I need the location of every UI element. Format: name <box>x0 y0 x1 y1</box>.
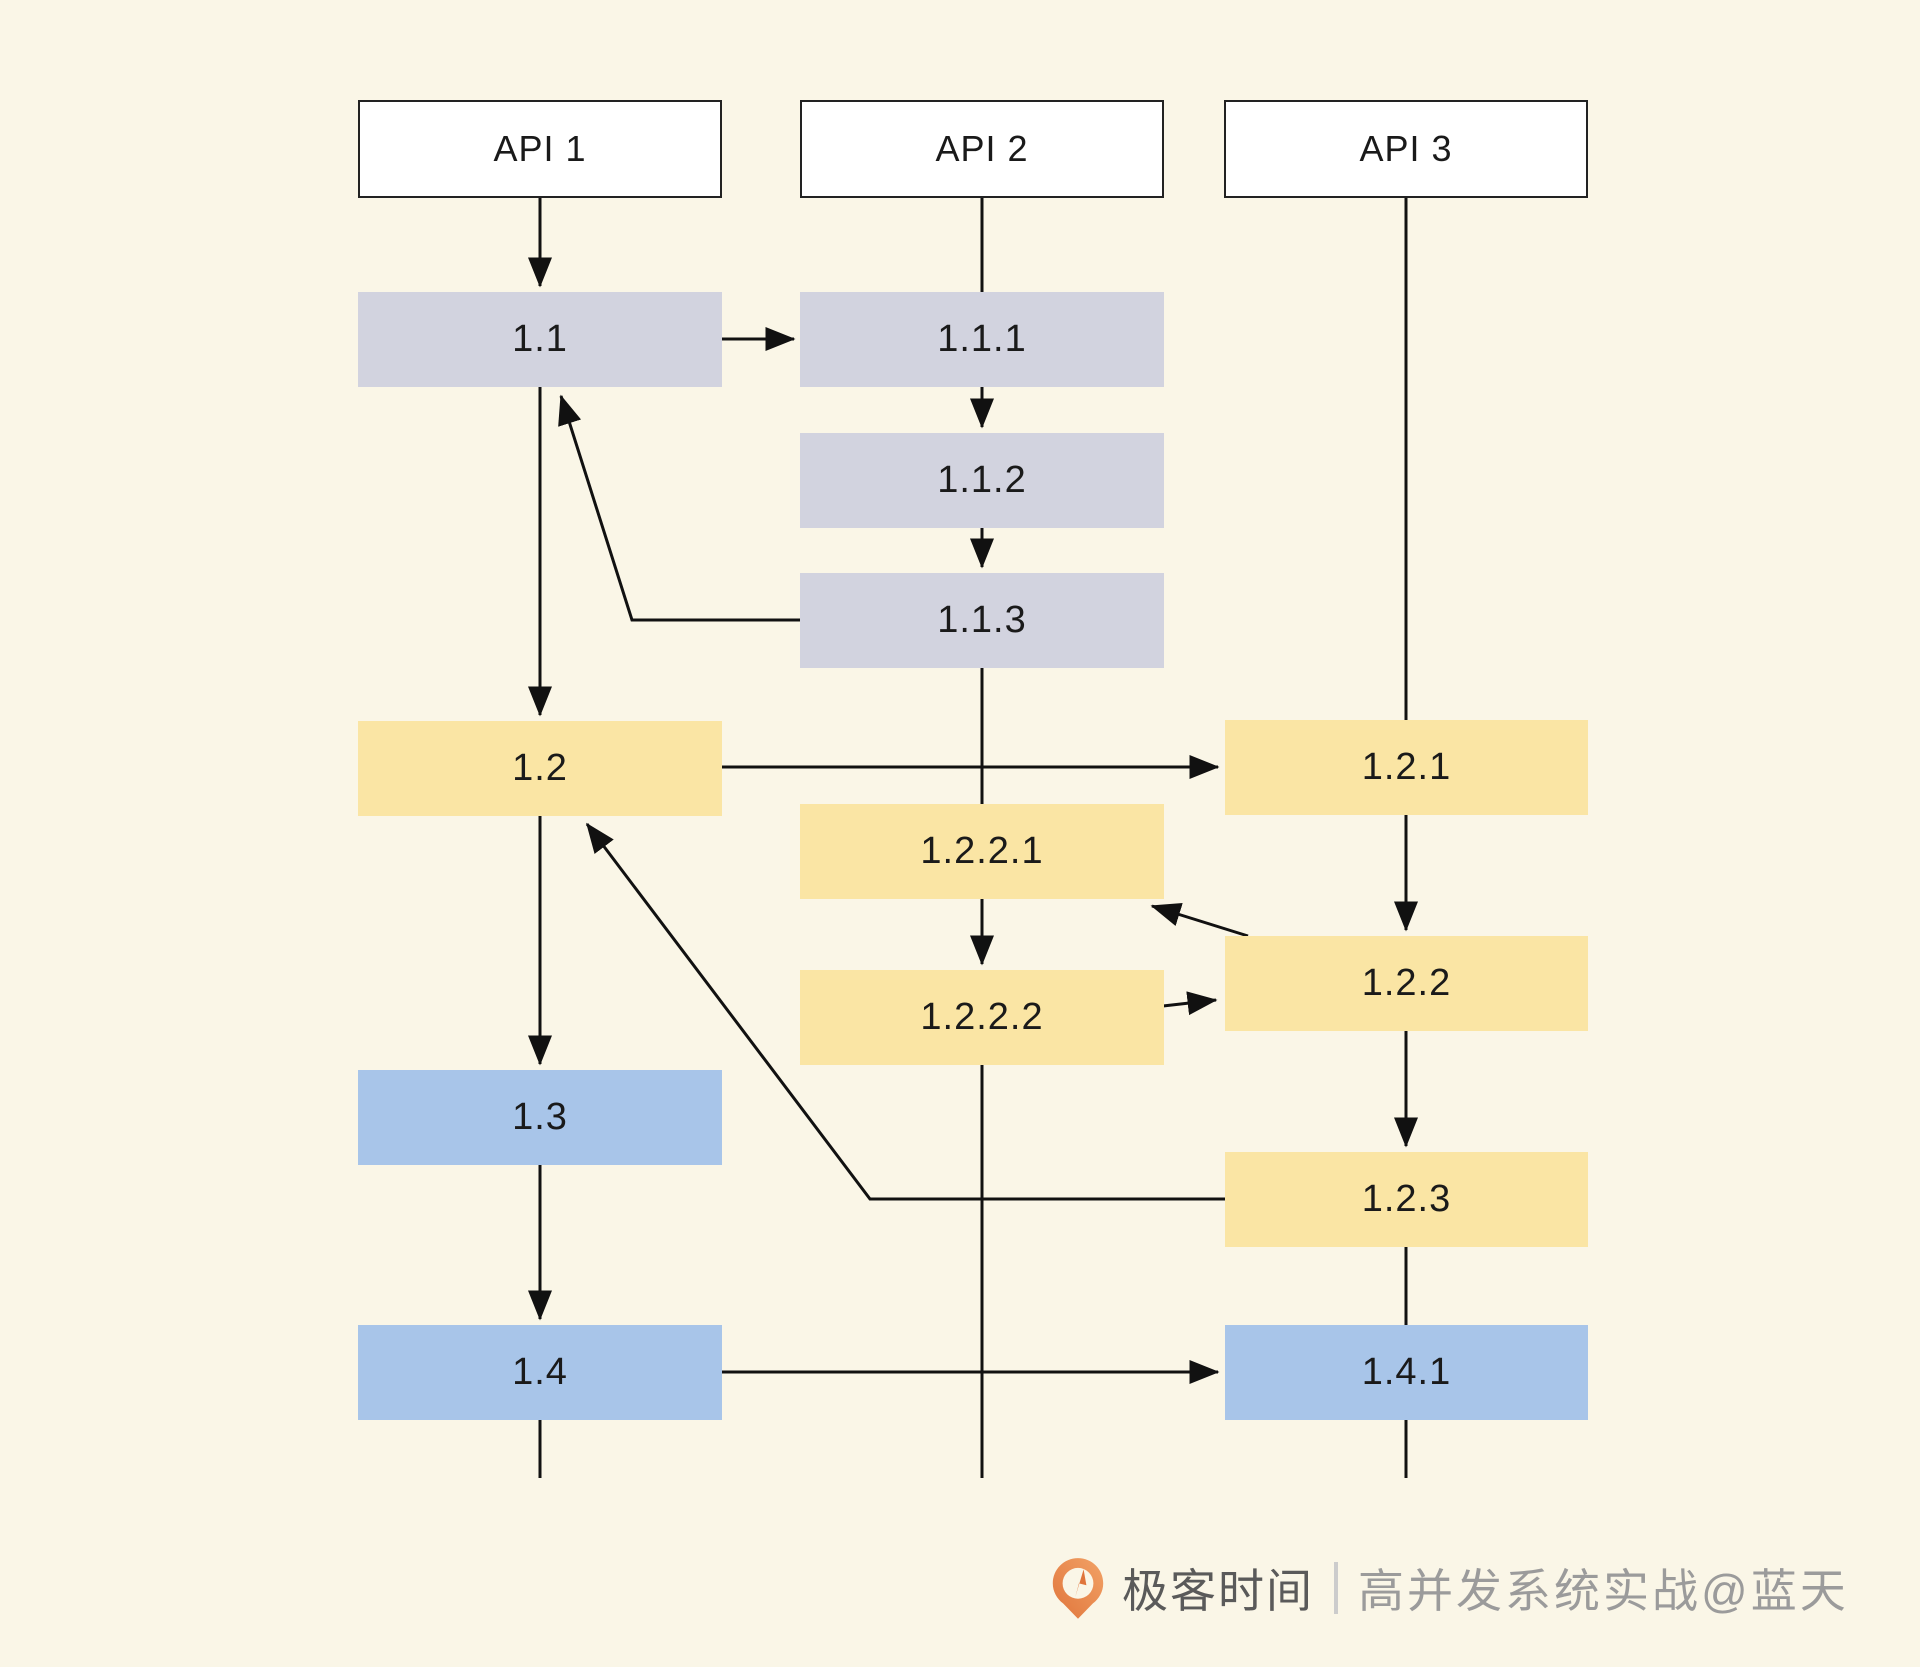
node-1-2-2: 1.2.2 <box>1225 936 1588 1031</box>
edge-1.2.3-return-1.2 <box>585 822 1225 1201</box>
api-3-header: API 3 <box>1224 100 1588 198</box>
edge-1.2.2.2-to-1.2.2 <box>1162 991 1218 1016</box>
node-1-4: 1.4 <box>358 1325 722 1420</box>
api-2-header: API 2 <box>800 100 1164 198</box>
footer-watermark: 极客时间 高并发系统实战@蓝天 <box>1050 1552 1849 1624</box>
node-1-2-3: 1.2.3 <box>1225 1152 1588 1247</box>
node-1-2-2-2: 1.2.2.2 <box>800 970 1164 1065</box>
api-1-header: API 1 <box>358 100 722 198</box>
watermark-text: 高并发系统实战@蓝天 <box>1358 1565 1849 1617</box>
node-1-2-2-1: 1.2.2.1 <box>800 804 1164 899</box>
geektime-brand-text: 极客时间 <box>1122 1565 1314 1617</box>
node-1-2: 1.2 <box>358 721 722 816</box>
footer-separator <box>1334 1562 1338 1614</box>
edge-1.1.3-return-1.1 <box>558 394 803 622</box>
edge-1.2.2-to-1.2.2.1 <box>1150 903 1249 938</box>
node-1-1-2: 1.1.2 <box>800 433 1164 528</box>
node-1-1: 1.1 <box>358 292 722 387</box>
geektime-logo-icon <box>1052 1558 1104 1619</box>
node-1-4-1: 1.4.1 <box>1225 1325 1588 1420</box>
node-1-2-1: 1.2.1 <box>1225 720 1588 815</box>
node-1-1-3: 1.1.3 <box>800 573 1164 668</box>
node-1-1-1: 1.1.1 <box>800 292 1164 387</box>
node-1-3: 1.3 <box>358 1070 722 1165</box>
